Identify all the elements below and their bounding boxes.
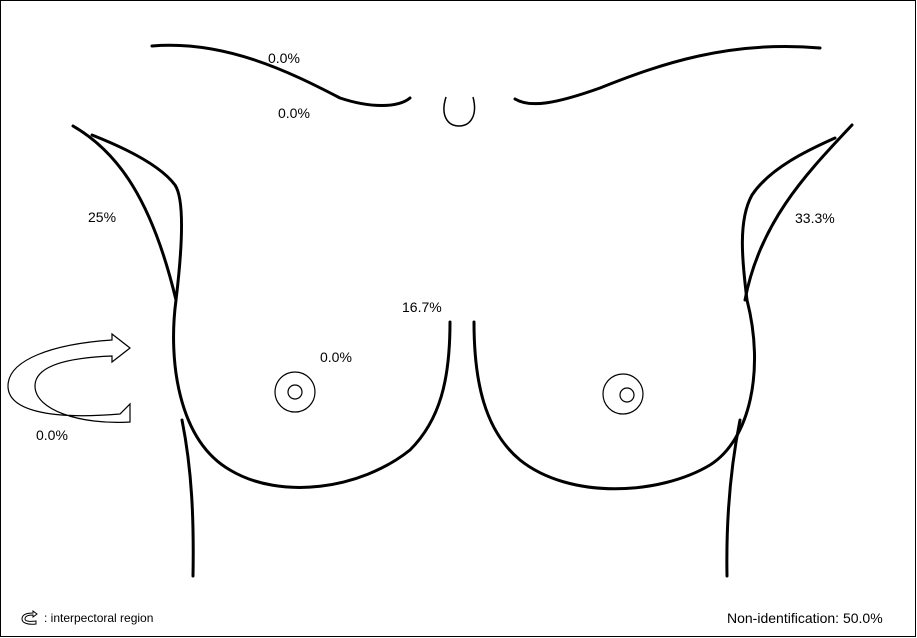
- legend: : interpectoral region: [20, 609, 153, 627]
- curved-arrow-icon: [20, 609, 42, 627]
- left-axilla-percent: 25%: [88, 209, 116, 225]
- non-identification-label: Non-identification: 50.0%: [727, 610, 883, 626]
- left-nipple: [288, 385, 302, 399]
- left-breast-percent: 0.0%: [320, 349, 352, 365]
- left-breast-outline: [174, 300, 450, 487]
- right-clavicle-line: [515, 46, 820, 103]
- interpectoral-percent: 0.0%: [36, 427, 68, 443]
- right-breast-outline: [474, 300, 755, 489]
- central-percent: 16.7%: [402, 299, 442, 315]
- clavicle-lower-percent: 0.0%: [278, 105, 310, 121]
- right-nipple: [620, 388, 634, 402]
- right-areola: [603, 374, 643, 414]
- clavicle-upper-percent: 0.0%: [268, 50, 300, 66]
- left-torso-side: [182, 420, 193, 576]
- suprasternal-notch: [444, 97, 475, 126]
- interpectoral-arrow-icon: [8, 334, 130, 422]
- right-axilla-percent: 33.3%: [795, 210, 835, 226]
- legend-label: : interpectoral region: [44, 611, 153, 625]
- left-areola: [275, 372, 315, 412]
